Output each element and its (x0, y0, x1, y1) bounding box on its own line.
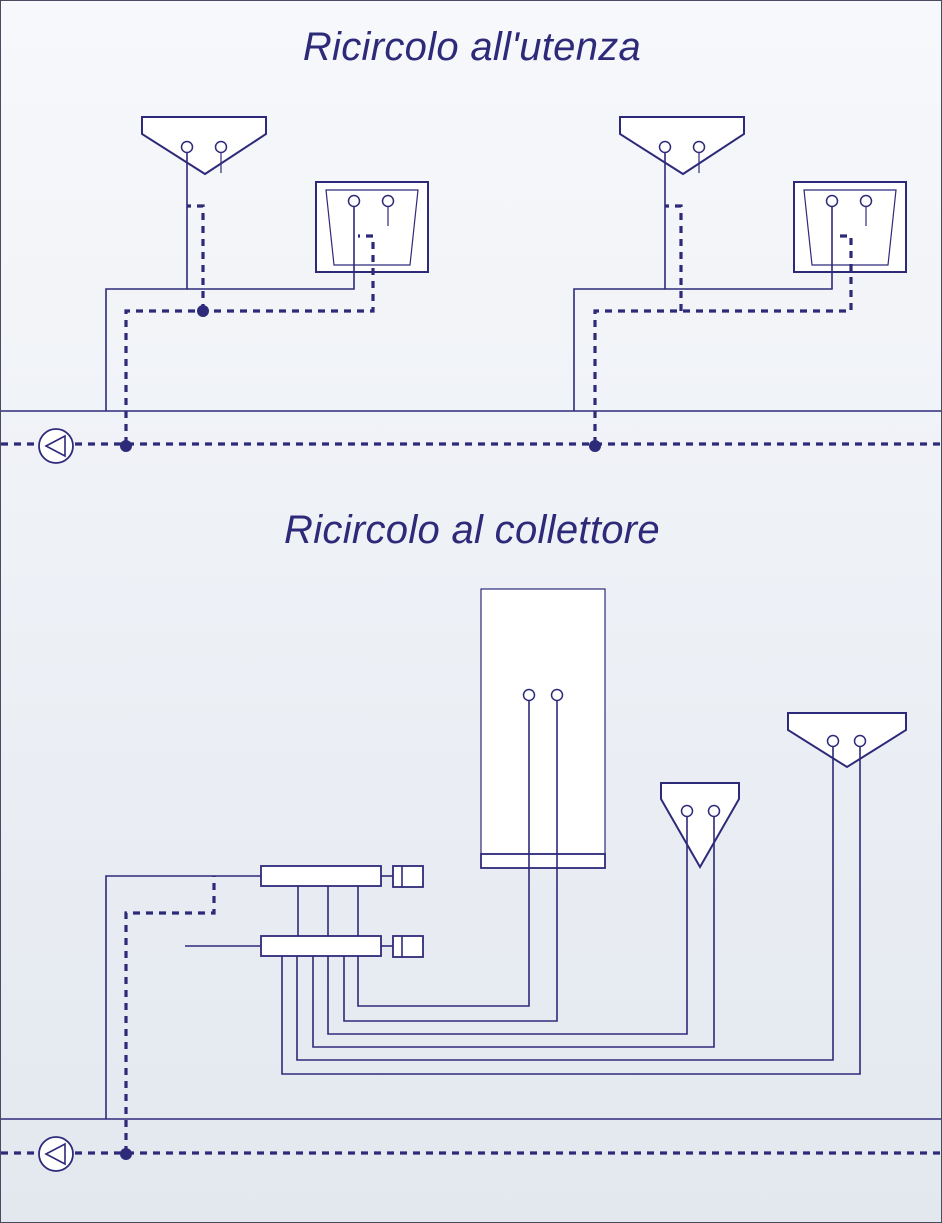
tap-icon (522, 688, 536, 702)
tap-icon (692, 140, 706, 154)
pump-icon (38, 428, 74, 464)
manifold-icon (260, 865, 382, 957)
tap-icon (680, 804, 694, 818)
tap-icon (859, 194, 873, 208)
top-group-right (573, 116, 907, 452)
title-recirculation-user: Ricircolo all'utenza (302, 25, 642, 69)
shower-tray-icon (793, 181, 907, 273)
water-heater-icon (480, 588, 606, 869)
tap-icon (550, 688, 564, 702)
sink-icon (660, 782, 740, 870)
top-group-left (105, 116, 429, 452)
tap-icon (214, 140, 228, 154)
valve-icon (381, 865, 424, 888)
title-recirculation-manifold: Ricircolo al collettore (284, 508, 660, 552)
valve-icon (381, 935, 424, 958)
tap-icon (658, 140, 672, 154)
tap-icon (826, 734, 840, 748)
tap-icon (825, 194, 839, 208)
sink-icon (787, 712, 907, 769)
tap-icon (853, 734, 867, 748)
tap-icon (180, 140, 194, 154)
tap-icon (347, 194, 361, 208)
pump-icon (38, 1136, 74, 1172)
top-main-lines (1, 410, 941, 446)
sink-icon (619, 116, 745, 176)
bottom-main-lines (1, 1118, 941, 1155)
tap-icon (707, 804, 721, 818)
sink-icon (141, 116, 267, 176)
tap-icon (381, 194, 395, 208)
